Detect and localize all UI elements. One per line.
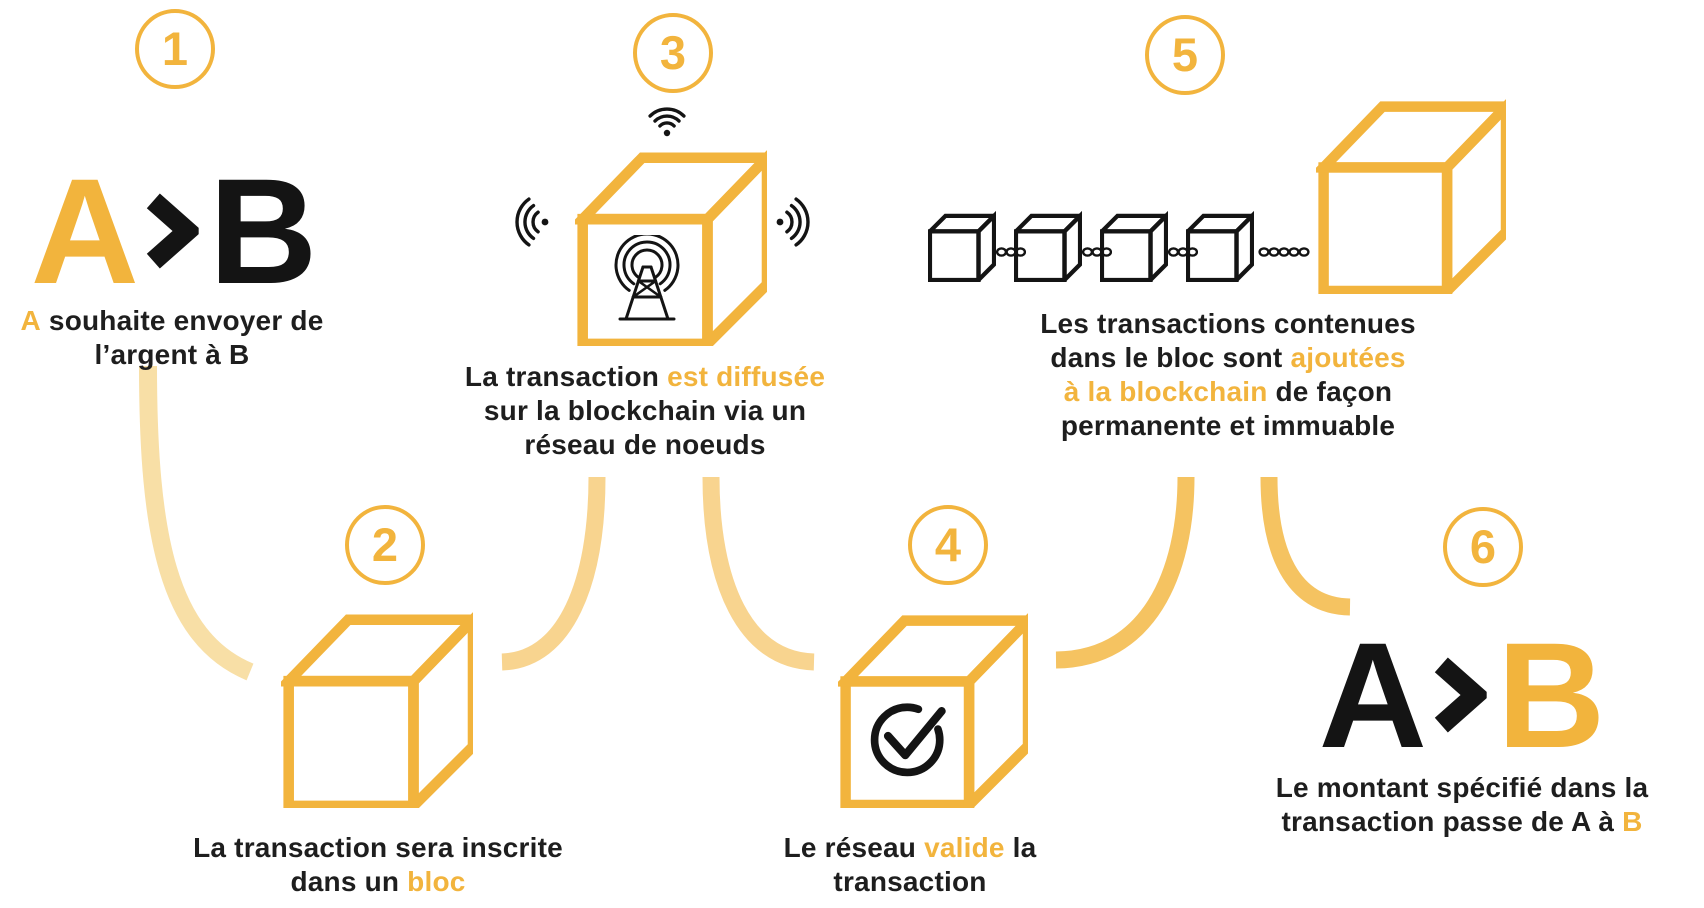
block-cube-icon bbox=[1316, 99, 1506, 294]
broadcast-tower-icon bbox=[614, 235, 680, 321]
step-number-label: 2 bbox=[371, 517, 399, 571]
sender-letter: A bbox=[1318, 611, 1427, 779]
step-2-number-badge: 2 bbox=[345, 505, 425, 585]
block-cube-icon bbox=[1100, 210, 1168, 282]
check-circle-icon bbox=[870, 703, 946, 777]
connector-step3-step4 bbox=[702, 476, 815, 671]
receiver-letter: B bbox=[1497, 611, 1605, 779]
block-cube-icon bbox=[928, 210, 996, 282]
connector-step3-step2 bbox=[501, 476, 606, 671]
block-cube-icon bbox=[1186, 210, 1254, 282]
step-3-number-badge: 3 bbox=[633, 13, 713, 93]
step-5-number-badge: 5 bbox=[1145, 15, 1225, 95]
step-number-label: 3 bbox=[659, 25, 687, 79]
connector-step1-step2 bbox=[139, 365, 254, 681]
blockchain-chain-icon bbox=[1258, 247, 1310, 257]
receiver-letter: B bbox=[209, 147, 317, 315]
connector-step5-step6 bbox=[1260, 476, 1351, 616]
connector-step5-step4 bbox=[1055, 476, 1195, 669]
step-6-number-badge: 6 bbox=[1443, 507, 1523, 587]
chevron-right-icon bbox=[147, 193, 199, 269]
chevron-right-icon bbox=[1435, 657, 1487, 733]
sender-letter: A bbox=[30, 147, 139, 315]
step-number-label: 1 bbox=[161, 21, 189, 75]
block-cube-icon bbox=[1014, 210, 1082, 282]
step-number-label: 4 bbox=[934, 517, 962, 571]
step-number-label: 5 bbox=[1171, 27, 1199, 81]
step-6-headline: A B bbox=[1319, 620, 1606, 770]
block-cube-icon bbox=[281, 612, 473, 808]
block-cube-icon bbox=[838, 613, 1028, 808]
step-1-number-badge: 1 bbox=[135, 9, 215, 89]
wifi-icon bbox=[648, 107, 686, 137]
signal-waves-right-icon bbox=[776, 197, 810, 247]
block-cube-icon bbox=[575, 150, 767, 346]
step-4-number-badge: 4 bbox=[908, 505, 988, 585]
step-number-label: 6 bbox=[1469, 519, 1497, 573]
step-1-headline: A B bbox=[31, 156, 318, 306]
signal-waves-left-icon bbox=[515, 197, 549, 247]
